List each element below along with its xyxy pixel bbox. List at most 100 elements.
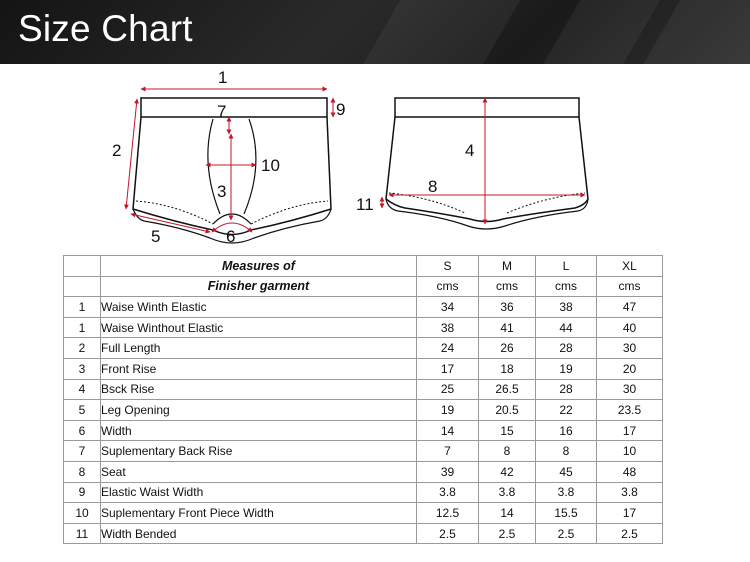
row-number: 8 xyxy=(63,460,101,483)
measure-value: 7 xyxy=(416,440,479,462)
callout-3: 3 xyxy=(217,182,226,201)
measure-name: Width Bended xyxy=(100,522,417,545)
row-number: 4 xyxy=(63,378,101,401)
column-header-garment: Finisher garment xyxy=(100,275,417,298)
measure-name: Elastic Waist Width xyxy=(100,481,417,504)
table-cell xyxy=(63,275,101,298)
callout-labels: 1 9 7 2 10 3 5 6 4 8 11 xyxy=(112,68,474,246)
measure-value: 17 xyxy=(596,419,663,442)
measure-value: 3.8 xyxy=(535,481,597,504)
callout-10: 10 xyxy=(261,156,280,175)
measure-value: 47 xyxy=(596,296,663,318)
measure-value: 24 xyxy=(416,337,479,359)
measure-name: Width xyxy=(100,419,417,442)
measure-value: 26.5 xyxy=(478,378,536,401)
column-header-measure: Measures of xyxy=(100,255,417,277)
callout-5: 5 xyxy=(151,227,160,246)
callout-8: 8 xyxy=(428,177,437,196)
back-stitch-right xyxy=(506,192,586,214)
measure-value: 38 xyxy=(416,316,479,339)
measure-value: 3.8 xyxy=(596,481,663,504)
measure-value: 2.5 xyxy=(596,522,663,545)
measure-value: 28 xyxy=(535,378,597,401)
row-number: 7 xyxy=(63,440,101,462)
measure-value: 48 xyxy=(596,460,663,483)
measure-value: 38 xyxy=(535,296,597,318)
table-header-row: Measures of S M L XL xyxy=(63,255,663,277)
unit-label: cms xyxy=(416,275,479,298)
garment-diagram: 1 9 7 2 10 3 5 6 4 8 11 xyxy=(112,68,589,246)
page-title: Size Chart xyxy=(18,8,193,49)
measure-line-2 xyxy=(123,98,140,210)
measure-value: 17 xyxy=(596,502,663,524)
measure-name: Seat xyxy=(100,460,417,483)
measure-value: 14 xyxy=(478,502,536,524)
measure-value: 2.5 xyxy=(478,522,536,545)
row-number: 5 xyxy=(63,399,101,421)
measure-value: 45 xyxy=(535,460,597,483)
measure-value: 23.5 xyxy=(596,399,663,421)
measure-value: 30 xyxy=(596,378,663,401)
measure-value: 39 xyxy=(416,460,479,483)
callout-9: 9 xyxy=(336,100,345,119)
front-pouch-right xyxy=(243,118,257,215)
back-measure-lines xyxy=(379,97,586,225)
size-table-body: Measures of S M L XL Finisher garment cm… xyxy=(63,255,663,545)
measure-name: Suplementary Front Piece Width xyxy=(100,502,417,524)
callout-1: 1 xyxy=(218,68,227,87)
unit-label: cms xyxy=(535,275,597,298)
measure-name: Bsck Rise xyxy=(100,378,417,401)
back-stitch-left xyxy=(388,192,466,214)
measure-name: Full Length xyxy=(100,337,417,359)
row-number: 3 xyxy=(63,357,101,380)
table-cell xyxy=(63,255,101,277)
measure-value: 15.5 xyxy=(535,502,597,524)
front-body-outline xyxy=(132,116,332,236)
row-number: 6 xyxy=(63,419,101,442)
measure-value: 18 xyxy=(478,357,536,380)
table-unit-row: Finisher garment cms cms cms cms xyxy=(63,275,663,298)
measure-value: 30 xyxy=(596,337,663,359)
header-decoration xyxy=(354,0,526,64)
row-number: 10 xyxy=(63,502,101,524)
header-banner: Size Chart xyxy=(0,0,750,64)
measure-value: 17 xyxy=(416,357,479,380)
measure-value: 42 xyxy=(478,460,536,483)
unit-label: cms xyxy=(478,275,536,298)
back-view-drawing xyxy=(385,97,589,230)
measure-value: 8 xyxy=(478,440,536,462)
header-decoration xyxy=(534,0,666,64)
measure-name: Waise Winth Elastic xyxy=(100,296,417,318)
measure-line-6 xyxy=(211,222,253,233)
row-number: 2 xyxy=(63,337,101,359)
callout-2: 2 xyxy=(112,141,121,160)
row-number: 1 xyxy=(63,316,101,339)
measure-value: 14 xyxy=(416,419,479,442)
callout-11: 11 xyxy=(356,195,374,214)
measure-value: 41 xyxy=(478,316,536,339)
back-body-outline xyxy=(385,116,589,223)
front-waistband xyxy=(140,97,328,118)
size-table: Measures of S M L XL Finisher garment cm… xyxy=(63,255,663,545)
callout-7: 7 xyxy=(217,102,226,121)
row-number: 1 xyxy=(63,296,101,318)
measure-value: 12.5 xyxy=(416,502,479,524)
measure-value: 3.8 xyxy=(416,481,479,504)
measure-value: 25 xyxy=(416,378,479,401)
measure-name: Leg Opening xyxy=(100,399,417,421)
measure-name: Front Rise xyxy=(100,357,417,380)
measure-value: 16 xyxy=(535,419,597,442)
measure-value: 20 xyxy=(596,357,663,380)
measure-value: 2.5 xyxy=(535,522,597,545)
row-number: 9 xyxy=(63,481,101,504)
measure-value: 40 xyxy=(596,316,663,339)
front-stitch-right xyxy=(250,200,329,225)
measure-line-5 xyxy=(130,212,211,234)
